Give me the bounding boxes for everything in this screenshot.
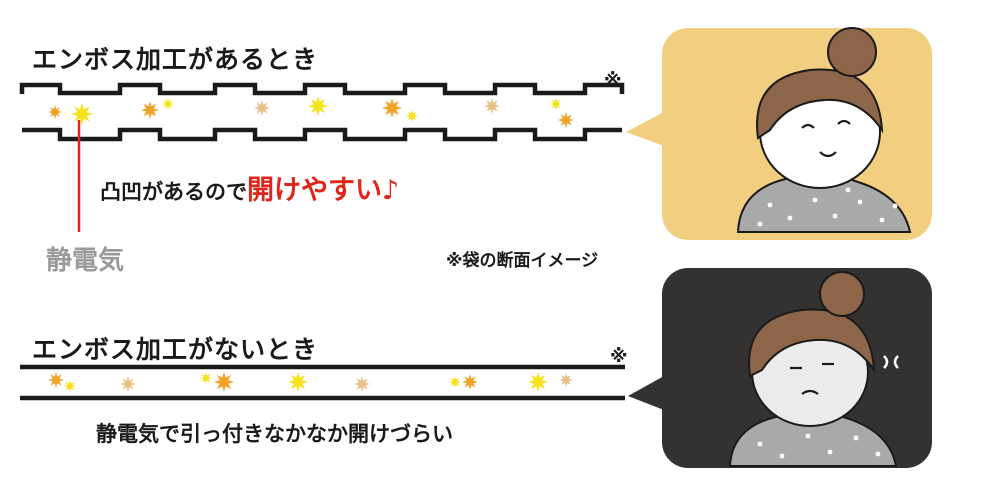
cross-section-footnote: ※袋の断面イメージ [446,246,598,271]
embossed-film-bottom [22,130,622,139]
static-spark-icon [354,376,370,392]
static-spark-icon [406,110,418,122]
static-spark-icon [141,101,159,119]
happy-speech-pointer [626,112,664,146]
embossed-caption-highlight: 開けやすい♪ [247,175,399,206]
embossed-caption-prefix: 凸凹があるので [100,180,247,204]
static-spark-icon [449,376,461,388]
static-electricity-label: 静電気 [46,240,124,277]
static-spark-icon [528,372,548,392]
static-spark-icon [308,96,328,116]
flat-bag-cross-section [0,350,660,410]
troubled-speech-pointer [628,376,664,410]
static-spark-icon [120,376,136,392]
embossed-bag-cross-section [0,0,660,280]
flat-caption: 静電気で引っ付きなかなか開けづらい [96,418,453,448]
static-spark-icon [48,372,64,388]
embossed-film-top [22,85,622,94]
embossed-caption: 凸凹があるので開けやすい♪ [100,168,399,207]
static-spark-icon [382,98,402,118]
static-spark-icon [200,372,212,384]
static-spark-icon [550,98,562,110]
static-spark-icon [48,105,62,119]
troubled-illustration [620,258,940,470]
static-spark-icon [71,103,93,125]
static-spark-icon [64,380,76,392]
static-spark-icon [559,373,573,387]
static-spark-icon [288,372,308,392]
static-spark-icon [162,98,174,110]
static-spark-icon [462,374,478,390]
static-spark-icon [214,372,234,392]
static-spark-icon [558,112,574,128]
happy-illustration [620,20,940,240]
static-spark-icon [254,100,270,116]
static-spark-icon [484,98,500,114]
